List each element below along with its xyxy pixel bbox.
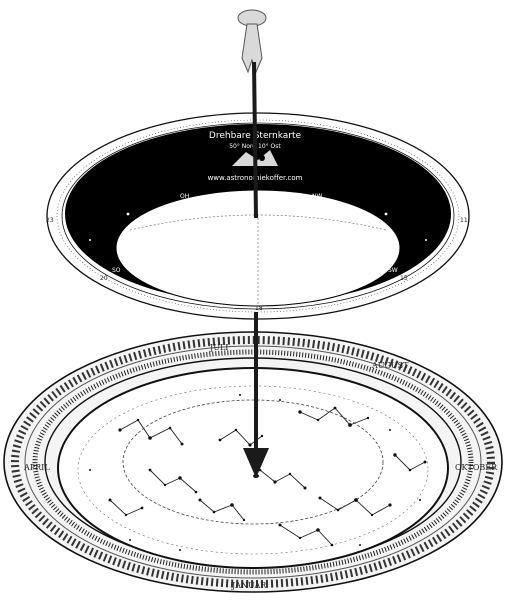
month-label-april: APRIL	[23, 463, 50, 472]
hour-tick-label: 23	[46, 217, 54, 224]
month-label-juli: JULI	[209, 343, 228, 352]
hour-tick-label: 20	[100, 275, 108, 282]
horizon-label-so: SO	[112, 267, 121, 274]
horizon-label-oh: OH	[180, 193, 189, 200]
horizon-label-sw: SW	[388, 267, 398, 274]
month-label-januar: JANUAR	[231, 581, 267, 590]
horizon-label-nw: NW	[312, 193, 322, 200]
pushpin-icon	[238, 10, 266, 72]
assembly-arrow-upper	[254, 62, 256, 218]
hour-tick-label: 11	[460, 217, 468, 224]
month-label-august: AUGUST	[371, 361, 409, 370]
month-label-oktober: OKTOBER	[455, 463, 498, 472]
hour-tick-label: 15	[400, 275, 408, 282]
